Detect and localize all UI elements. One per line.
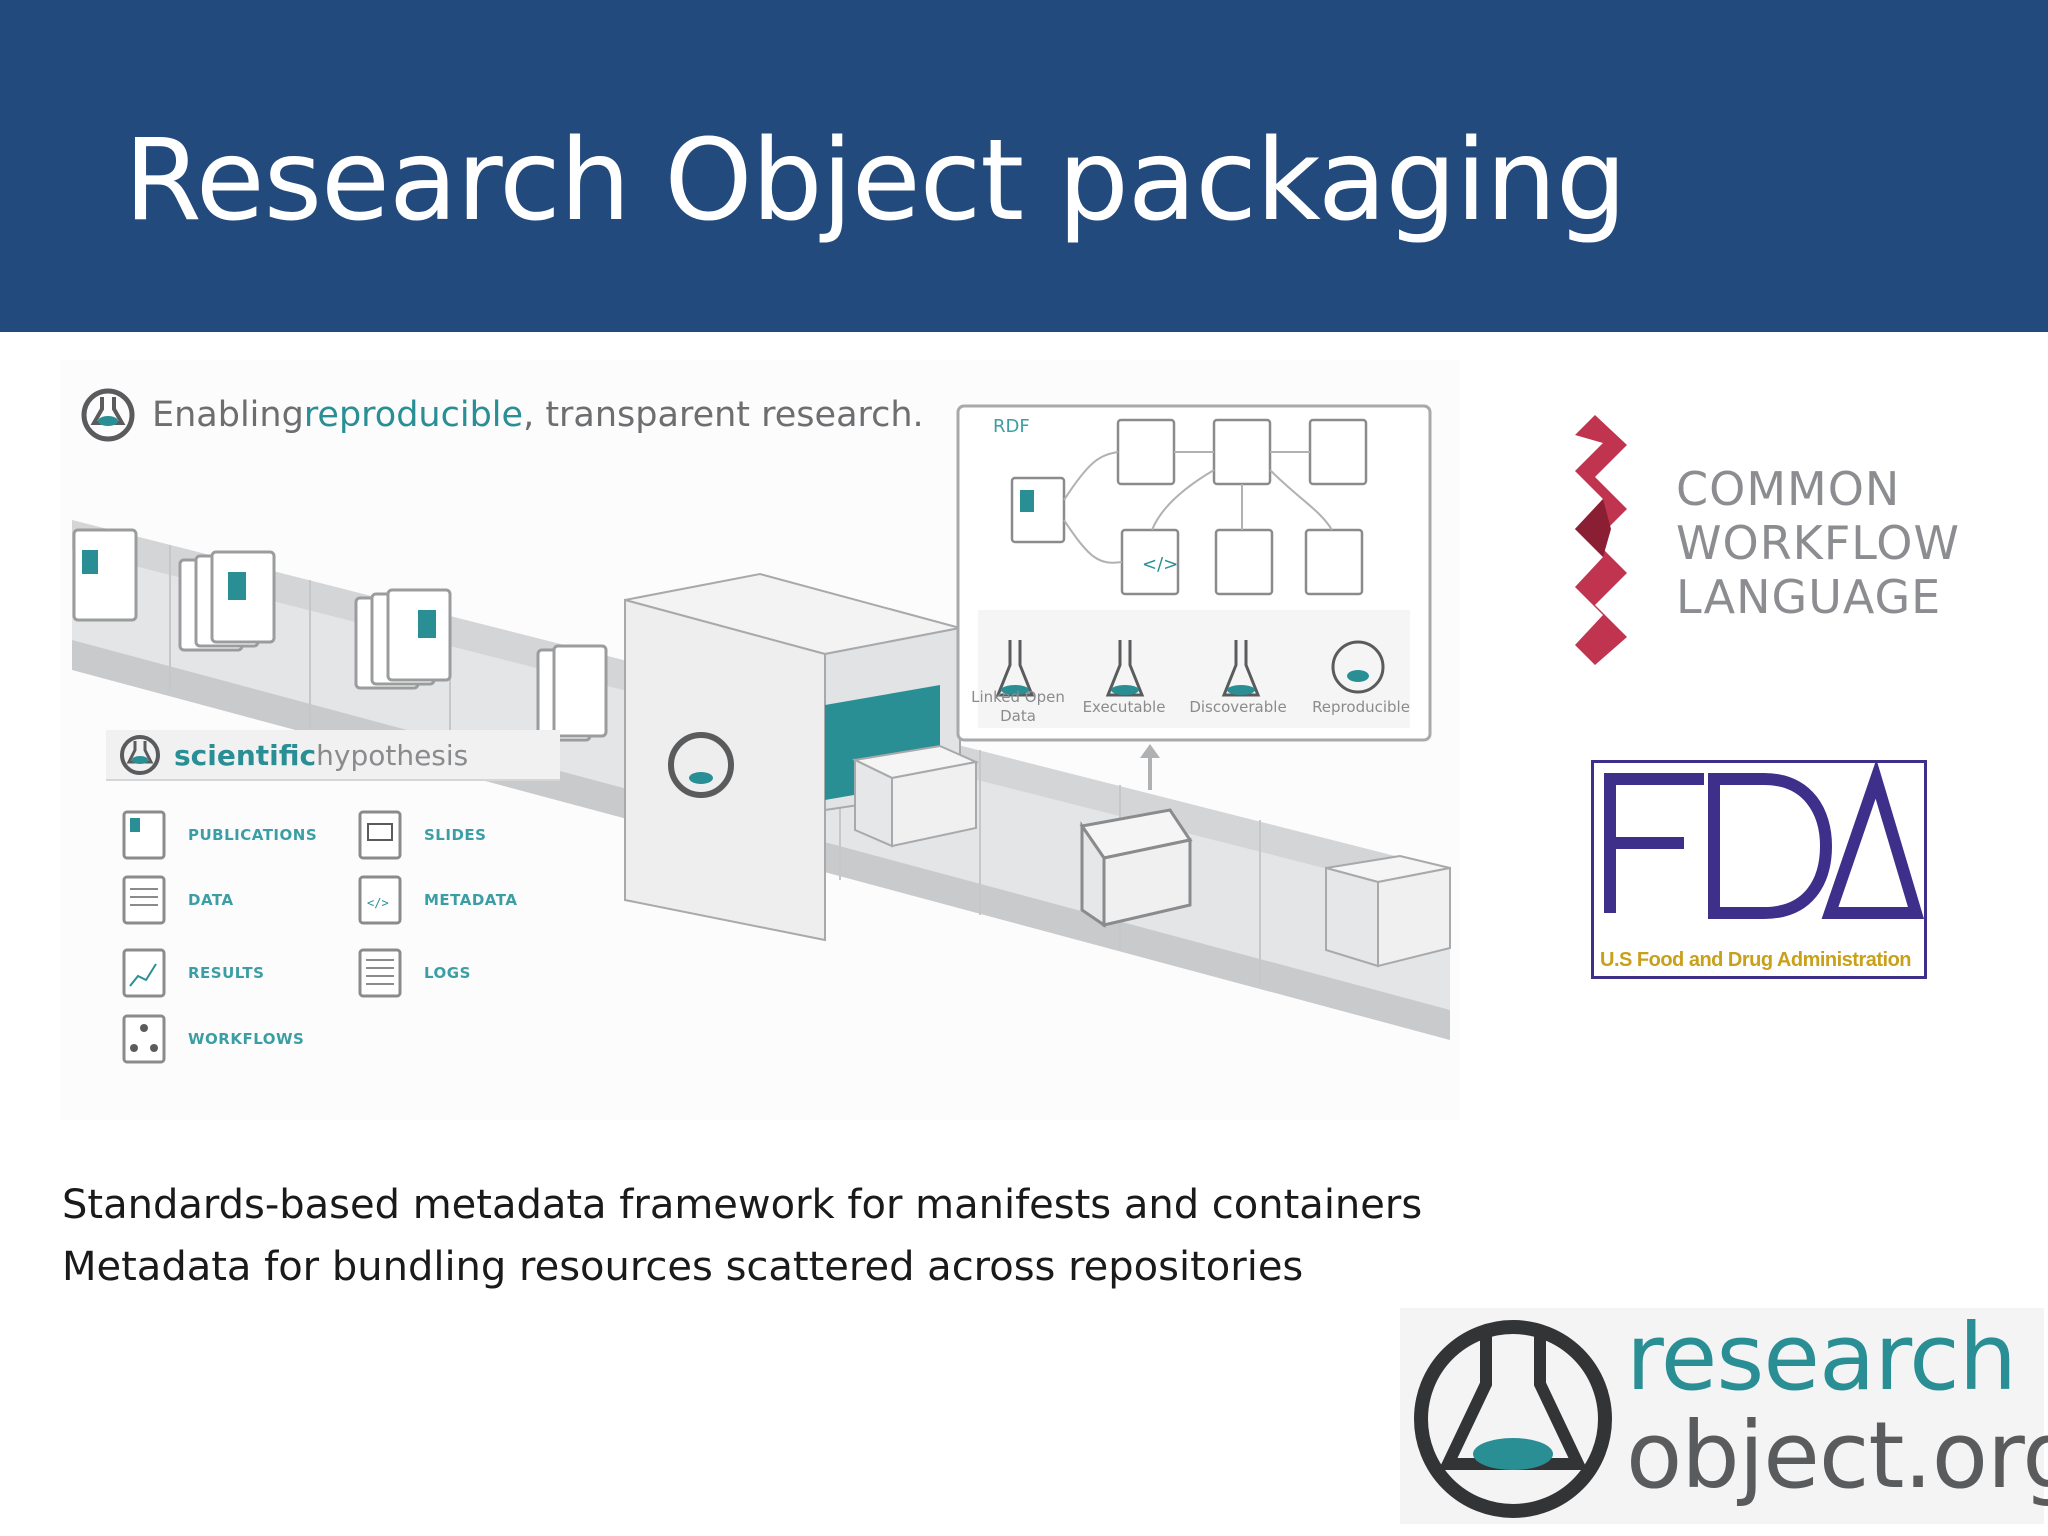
- ro-logo-line2: object.org: [1626, 1402, 2048, 1509]
- workflow-icon: [122, 1014, 166, 1064]
- svg-text:</>: </>: [1142, 554, 1178, 575]
- publication-icon: [122, 810, 166, 860]
- chart-icon: [122, 948, 166, 998]
- slides-icon: [358, 810, 402, 860]
- diagram-tagline: Enabling reproducible, transparent resea…: [80, 385, 924, 445]
- legend-item-results: RESULTS: [122, 948, 264, 998]
- fda-subtitle: U.S Food and Drug Administration: [1600, 949, 1912, 971]
- document-stack-icon: [178, 550, 276, 652]
- property-discoverable: Discoverable: [1189, 698, 1287, 716]
- document-stack-icon: [72, 528, 138, 622]
- ro-diagram: </>: [60, 360, 1460, 1120]
- cwl-logo-text: COMMON WORKFLOW LANGUAGE: [1676, 462, 1960, 624]
- document-stack-icon: [354, 588, 452, 690]
- log-icon: [358, 948, 402, 998]
- conveyor-illustration: </>: [72, 404, 1451, 1040]
- tagline-pre: Enabling: [152, 395, 304, 435]
- data-icon: [122, 875, 166, 925]
- legend-item-publications: PUBLICATIONS: [122, 810, 317, 860]
- hypothesis-light: hypothesis: [316, 738, 469, 772]
- research-object-logo-icon: [1414, 1320, 1612, 1518]
- research-object-icon: [120, 735, 160, 775]
- legend-item-logs: LOGS: [358, 948, 471, 998]
- package-box: [1325, 854, 1451, 968]
- tagline-highlight: reproducible: [303, 395, 524, 435]
- body-line-2: Metadata for bundling resources scattere…: [62, 1244, 1304, 1290]
- property-executable: Executable: [1082, 698, 1166, 716]
- open-box: [1079, 744, 1193, 928]
- ro-logo-line1: research: [1626, 1304, 2017, 1411]
- research-object-logo: [1400, 1308, 2044, 1524]
- fda-letters-icon: [1604, 759, 1925, 919]
- legend-item-slides: SLIDES: [358, 810, 486, 860]
- legend-item-data: DATA: [122, 875, 234, 925]
- slide-header: [0, 0, 2048, 332]
- property-linked-open-data: Linked Open Data: [971, 688, 1065, 725]
- fda-logo: U.S Food and Drug Administration: [1591, 759, 1927, 979]
- svg-text:</>: </>: [367, 896, 389, 910]
- code-icon: </>: [358, 875, 402, 925]
- tagline-post: , transparent research.: [523, 395, 924, 435]
- package-box: [851, 744, 980, 848]
- legend-item-workflows: WORKFLOWS: [122, 1014, 304, 1064]
- legend-item-metadata: </> METADATA: [358, 875, 517, 925]
- research-object-icon: [81, 388, 135, 442]
- slide-title: Research Object packaging: [124, 116, 1627, 246]
- rdf-label: RDF: [993, 416, 1030, 437]
- body-line-1: Standards-based metadata framework for m…: [62, 1182, 1423, 1228]
- property-reproducible: Reproducible: [1312, 698, 1410, 716]
- document-stack-icon: [536, 644, 608, 742]
- hypothesis-bold: scientific: [174, 738, 317, 772]
- cwl-logo-icon: [1575, 415, 1627, 665]
